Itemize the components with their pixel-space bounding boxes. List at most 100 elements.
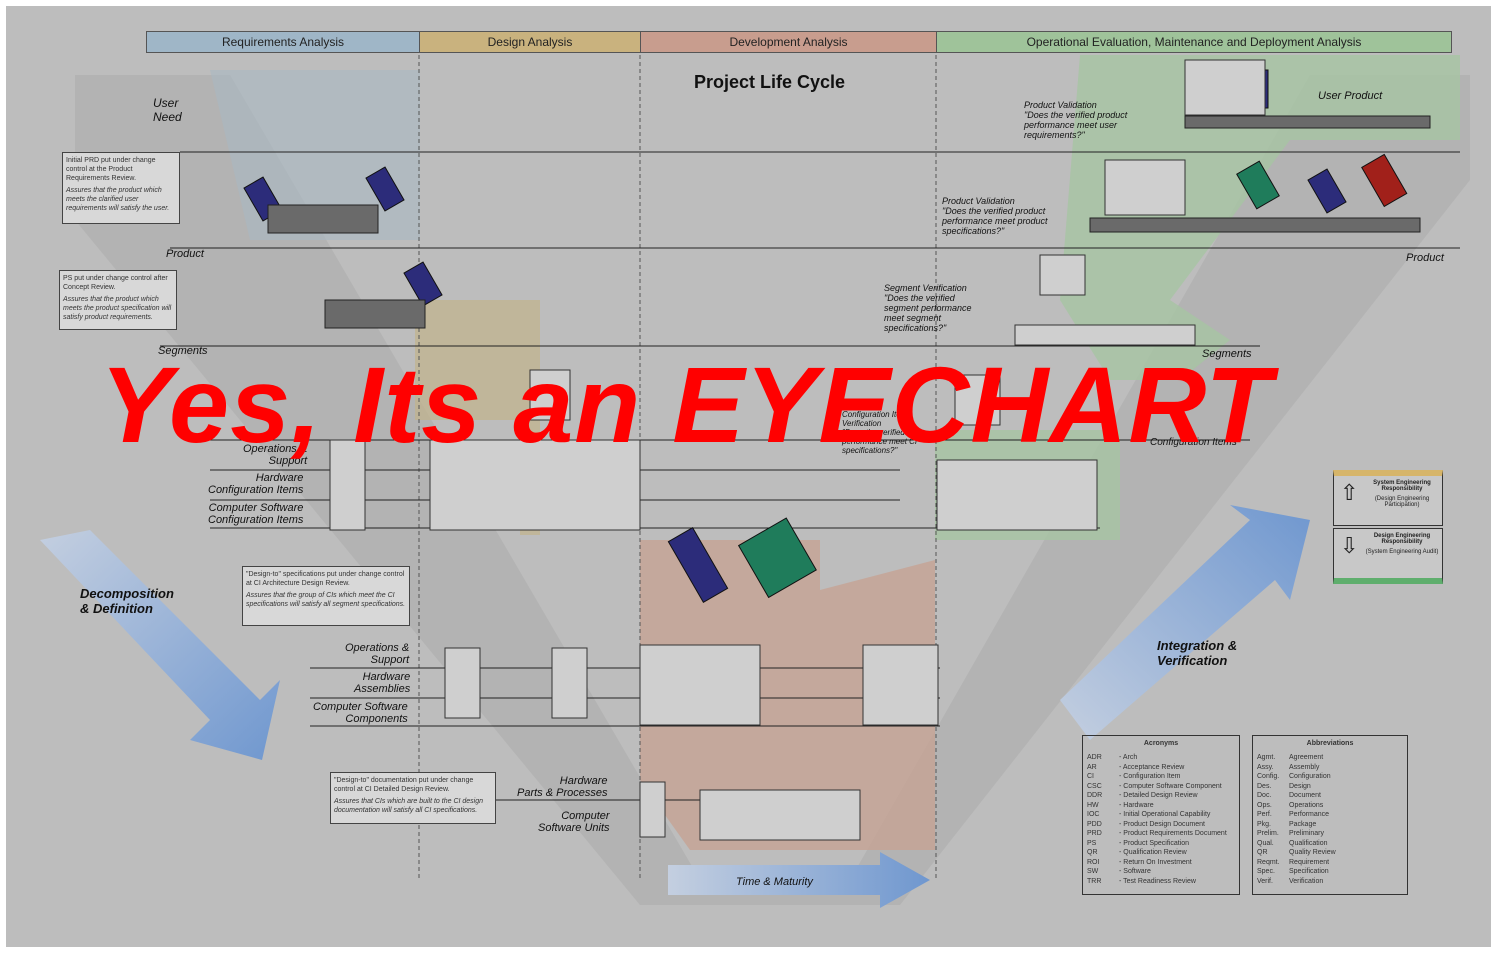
segment-verification: Segment Verification "Does the verified … xyxy=(884,283,972,333)
acronym-key: TRR xyxy=(1087,877,1119,887)
acronym-key: PRD xyxy=(1087,829,1119,839)
phase-development: Development Analysis xyxy=(640,31,937,53)
abbreviation-row: Ops.Operations xyxy=(1257,801,1403,811)
abbreviation-value: Package xyxy=(1289,820,1316,830)
acronym-key: PDD xyxy=(1087,820,1119,830)
acronym-value: - Acceptance Review xyxy=(1119,763,1184,773)
acronym-key: CSC xyxy=(1087,782,1119,792)
abbreviation-row: Des.Design xyxy=(1257,782,1403,792)
abbreviation-key: Config. xyxy=(1257,772,1289,782)
label-operations-support-2: Operations & Support xyxy=(345,642,409,666)
acronym-row: SW- Software xyxy=(1087,867,1235,877)
abbreviation-row: Pkg.Package xyxy=(1257,820,1403,830)
product-validation-1: Product Validation "Does the verified pr… xyxy=(1024,100,1127,140)
acronym-key: QR xyxy=(1087,848,1119,858)
label-computer-software-units: Computer Software Units xyxy=(538,810,610,834)
abbreviation-value: Configuration xyxy=(1289,772,1331,782)
abbreviation-key: Ops. xyxy=(1257,801,1289,811)
abbreviation-value: Quality Review xyxy=(1289,848,1336,858)
abbreviation-key: Verif. xyxy=(1257,877,1289,887)
acronym-key: HW xyxy=(1087,801,1119,811)
acronym-row: QR- Qualification Review xyxy=(1087,848,1235,858)
label-hardware-parts: Hardware Parts & Processes xyxy=(517,775,607,799)
abbreviation-key: Reqmt. xyxy=(1257,858,1289,868)
abbreviation-key: Spec. xyxy=(1257,867,1289,877)
abbreviation-value: Agreement xyxy=(1289,753,1323,763)
abbreviation-value: Performance xyxy=(1289,810,1329,820)
product-validation-2: Product Validation "Does the verified pr… xyxy=(942,196,1048,236)
acronym-key: PS xyxy=(1087,839,1119,849)
acronym-row: PS- Product Specification xyxy=(1087,839,1235,849)
abbreviation-value: Requirement xyxy=(1289,858,1329,868)
note-prd: Initial PRD put under change control at … xyxy=(62,152,180,224)
acronym-value: - Arch xyxy=(1119,753,1137,763)
acronym-key: CI xyxy=(1087,772,1119,782)
abbreviation-key: Qual. xyxy=(1257,839,1289,849)
abbreviation-row: Qual.Qualification xyxy=(1257,839,1403,849)
label-computer-software-components: Computer Software Components xyxy=(313,701,408,725)
label-computer-software-ci: Computer Software Configuration Items xyxy=(208,502,303,526)
abbreviation-row: Verif.Verification xyxy=(1257,877,1403,887)
des-eng-responsibility: ⇩ Design Engineering Responsibility (Sys… xyxy=(1333,528,1443,584)
abbreviation-value: Qualification xyxy=(1289,839,1328,849)
abbreviation-row: Doc.Document xyxy=(1257,791,1403,801)
up-arrow-icon: ⇧ xyxy=(1340,482,1358,504)
integration-label: Integration & Verification xyxy=(1157,638,1237,668)
abbreviation-value: Operations xyxy=(1289,801,1323,811)
abbreviation-key: Pkg. xyxy=(1257,820,1289,830)
acronym-row: AR- Acceptance Review xyxy=(1087,763,1235,773)
acronym-value: - Product Specification xyxy=(1119,839,1189,849)
abbreviation-row: Reqmt.Requirement xyxy=(1257,858,1403,868)
acronym-key: SW xyxy=(1087,867,1119,877)
acronym-row: PRD- Product Requirements Document xyxy=(1087,829,1235,839)
abbreviation-row: Spec.Specification xyxy=(1257,867,1403,877)
phase-operational: Operational Evaluation, Maintenance and … xyxy=(936,31,1452,53)
acronym-value: - Product Requirements Document xyxy=(1119,829,1227,839)
abbreviation-value: Specification xyxy=(1289,867,1329,877)
page-title: Project Life Cycle xyxy=(694,72,845,93)
abbreviation-value: Verification xyxy=(1289,877,1323,887)
acronym-row: ADR- Arch xyxy=(1087,753,1235,763)
abbreviation-row: Assy.Assembly xyxy=(1257,763,1403,773)
acronym-value: - Test Readiness Review xyxy=(1119,877,1196,887)
acronym-value: - Product Design Document xyxy=(1119,820,1205,830)
decomposition-label: Decomposition & Definition xyxy=(80,586,174,616)
phase-requirements: Requirements Analysis xyxy=(146,31,420,53)
time-label: Time & Maturity xyxy=(736,876,813,888)
abbreviation-row: Agmt.Agreement xyxy=(1257,753,1403,763)
label-product-right: Product xyxy=(1406,252,1444,264)
acronym-row: TRR- Test Readiness Review xyxy=(1087,877,1235,887)
note-design-to-spec: "Design-to" specifications put under cha… xyxy=(242,566,410,626)
abbreviation-key: Doc. xyxy=(1257,791,1289,801)
acronym-row: HW- Hardware xyxy=(1087,801,1235,811)
acronym-key: DDR xyxy=(1087,791,1119,801)
acronym-key: ADR xyxy=(1087,753,1119,763)
acronym-value: - Initial Operational Capability xyxy=(1119,810,1210,820)
note-ps: PS put under change control after Concep… xyxy=(59,270,177,330)
abbreviation-row: Config.Configuration xyxy=(1257,772,1403,782)
abbreviation-row: Perf.Performance xyxy=(1257,810,1403,820)
label-user-product: User Product xyxy=(1318,90,1382,102)
abbreviation-key: Prelim. xyxy=(1257,829,1289,839)
abbreviation-key: Perf. xyxy=(1257,810,1289,820)
abbreviation-key: Agmt. xyxy=(1257,753,1289,763)
abbreviation-value: Preliminary xyxy=(1289,829,1324,839)
acronym-value: - Hardware xyxy=(1119,801,1154,811)
acronym-value: - Return On Investment xyxy=(1119,858,1192,868)
down-arrow-icon: ⇩ xyxy=(1340,535,1358,557)
acronym-row: CI- Configuration Item xyxy=(1087,772,1235,782)
acronym-key: AR xyxy=(1087,763,1119,773)
label-hardware-assemblies: Hardware Assemblies xyxy=(354,671,410,695)
acronym-value: - Configuration Item xyxy=(1119,772,1180,782)
label-product-left: Product xyxy=(166,248,204,260)
abbreviation-value: Assembly xyxy=(1289,763,1319,773)
abbreviation-key: Assy. xyxy=(1257,763,1289,773)
acronym-row: CSC- Computer Software Component xyxy=(1087,782,1235,792)
acronym-value: - Software xyxy=(1119,867,1151,877)
eyechart-overlay-text: Yes, Its an EYECHART xyxy=(100,330,1470,480)
abbreviation-row: Prelim.Preliminary xyxy=(1257,829,1403,839)
acronym-value: - Qualification Review xyxy=(1119,848,1187,858)
abbreviation-row: QRQuality Review xyxy=(1257,848,1403,858)
